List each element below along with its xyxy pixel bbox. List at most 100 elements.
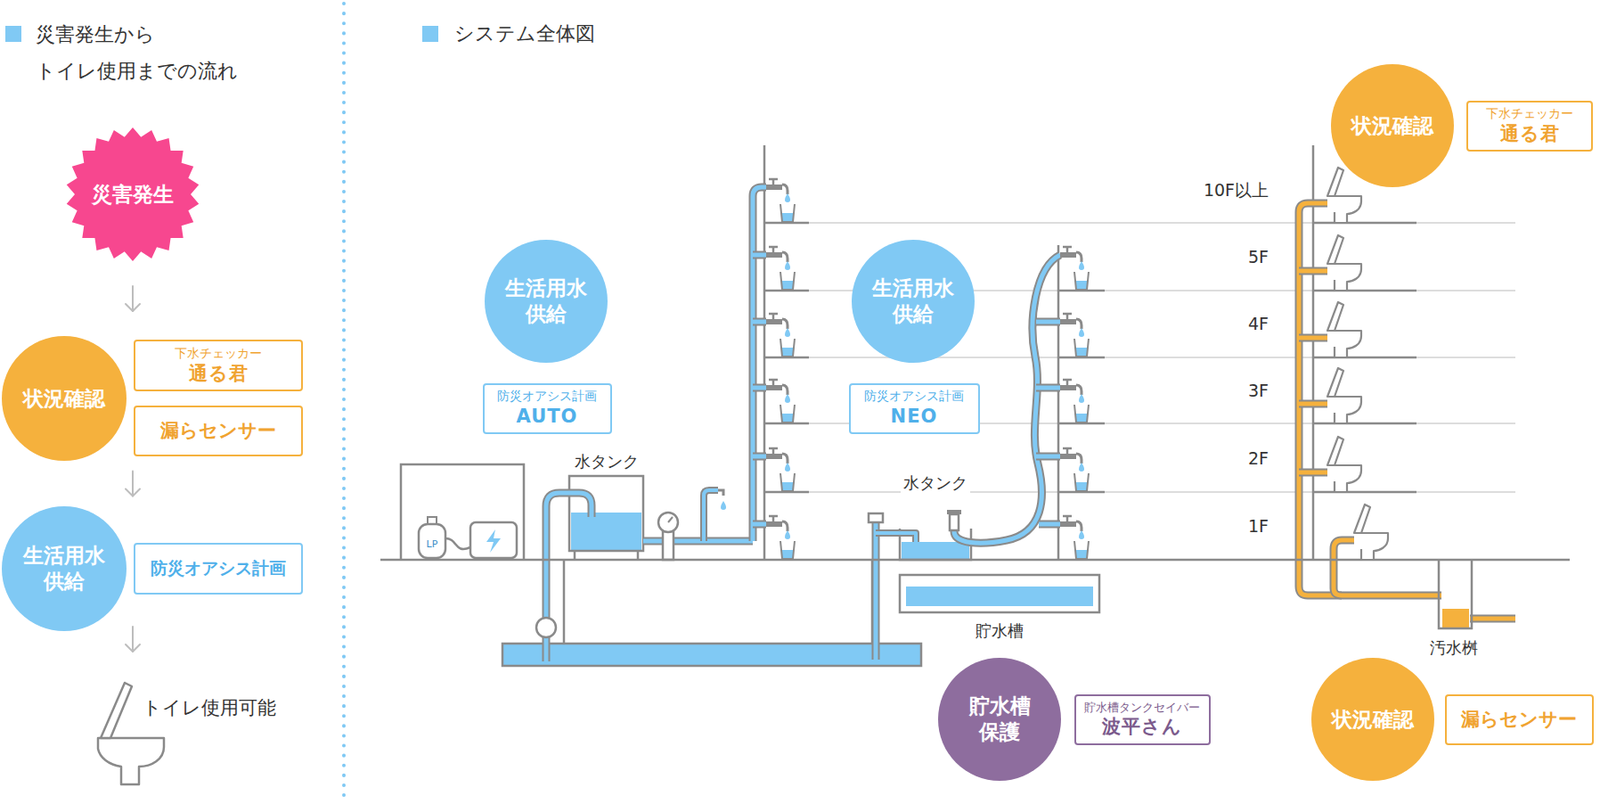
fixtures: [784, 530, 791, 539]
fixtures: [781, 549, 794, 559]
toilet-icon: [100, 682, 132, 738]
fixtures: [784, 327, 791, 337]
fixtures: [1076, 252, 1082, 262]
fixtures: [1074, 540, 1089, 559]
circle-fill: [1, 506, 127, 631]
fixtures: [1060, 252, 1077, 258]
fixtures: [766, 384, 783, 391]
function-circle: 状況確認: [1330, 64, 1454, 188]
pipes: [703, 489, 719, 541]
arrow-head: [125, 303, 140, 311]
pipes: [752, 319, 767, 325]
node-label: 漏らセンサー: [160, 418, 277, 442]
fixtures: [1075, 481, 1088, 491]
pipes: [1298, 269, 1328, 274]
fixtures: [1074, 473, 1089, 491]
divider-dots: [342, 3, 346, 800]
fixtures: [768, 179, 778, 185]
circle-fill: [938, 657, 1062, 781]
fixtures: [766, 453, 783, 459]
fixtures: [1062, 515, 1072, 522]
box-subtitle: 防災オアシス計画: [864, 388, 964, 405]
fixtures: [1076, 521, 1082, 531]
floor-lines: [1313, 221, 1417, 225]
flow-arrow: [125, 626, 140, 652]
pipes: [752, 318, 767, 327]
text-stack: 生活用水 供給: [497, 275, 595, 327]
fixtures: [1075, 280, 1088, 290]
building-walls: [1057, 244, 1061, 560]
node-label: 生活用水 供給: [16, 542, 113, 595]
fixtures: [1327, 436, 1344, 466]
node-label: 波平さん: [1102, 714, 1183, 738]
floor-label: 4F: [1248, 313, 1269, 335]
fixtures: [1327, 263, 1362, 291]
arrow-shaft: [131, 285, 134, 311]
node-label: 通る君: [188, 361, 249, 385]
fittings: [536, 489, 962, 637]
generator-house: [400, 464, 524, 560]
text-stack: 防災オアシス計画: [150, 557, 286, 580]
fixtures: [780, 204, 795, 222]
text-stack: 防災オアシス計画AUTO: [497, 388, 597, 428]
fixtures: [1354, 504, 1371, 533]
fixtures: [1060, 384, 1077, 391]
fixtures: [784, 393, 791, 403]
circle-fill: [1311, 657, 1435, 781]
fixtures: [766, 252, 783, 258]
node-label: 状況確認: [1331, 706, 1414, 733]
pipes: [643, 537, 753, 546]
pipes: [1333, 539, 1355, 596]
fixtures: [1078, 530, 1085, 539]
fixtures: [1060, 318, 1077, 325]
pipes: [752, 385, 767, 391]
pipes: [1298, 470, 1328, 475]
building-walls: [1312, 145, 1315, 560]
pipes: [546, 187, 1516, 662]
pipes: [703, 489, 719, 541]
product-box: 下水チェッカー通る君: [133, 339, 303, 392]
text-stack: 防災オアシス計画NEO: [864, 388, 964, 428]
flow-arrow: [125, 285, 140, 311]
water-tank: [571, 512, 642, 550]
pipes: [1036, 318, 1061, 327]
generator-house: [400, 464, 524, 560]
floor-label: 2F: [1248, 448, 1269, 469]
pipes: [1333, 539, 1355, 596]
fittings: [718, 489, 724, 496]
pipes: [875, 532, 916, 542]
generator-house: [445, 538, 471, 549]
flow-arrow: [125, 644, 140, 652]
pipes: [1036, 385, 1061, 391]
text-stack: 下水チェッカー通る君: [1485, 106, 1574, 146]
floor-lines: [764, 490, 1516, 493]
text-stack: 漏らセンサー: [160, 418, 277, 442]
section-heading: システム全体図: [454, 22, 596, 46]
storage-tank: [906, 586, 1094, 606]
node-label: 貯水槽 保護: [951, 693, 1048, 745]
pipes: [1469, 616, 1516, 621]
generator-house: [470, 522, 517, 558]
pipes: [752, 452, 767, 461]
box-subtitle: 防災オアシス計画: [497, 388, 597, 405]
fixtures: [1327, 330, 1362, 358]
fixtures: [781, 481, 794, 491]
fixtures: [780, 338, 795, 357]
pipes: [752, 187, 767, 541]
box-subtitle: 下水チェッカー: [174, 345, 262, 362]
fixtures: [1327, 195, 1362, 223]
node-label: 漏らセンサー: [1461, 707, 1577, 731]
fixtures: [768, 515, 778, 522]
fittings: [668, 516, 673, 523]
fixtures: [782, 184, 788, 195]
pipes: [1298, 203, 1442, 596]
section-heading: 災害発生から トイレ使用までの流れ: [35, 16, 259, 90]
step-circle: 状況確認: [1, 335, 127, 461]
fixtures: [784, 193, 791, 203]
pipes: [1038, 522, 1061, 527]
node-label: 生活用水 供給: [865, 275, 962, 327]
fixtures: [766, 184, 783, 190]
fixtures: [1074, 404, 1089, 423]
